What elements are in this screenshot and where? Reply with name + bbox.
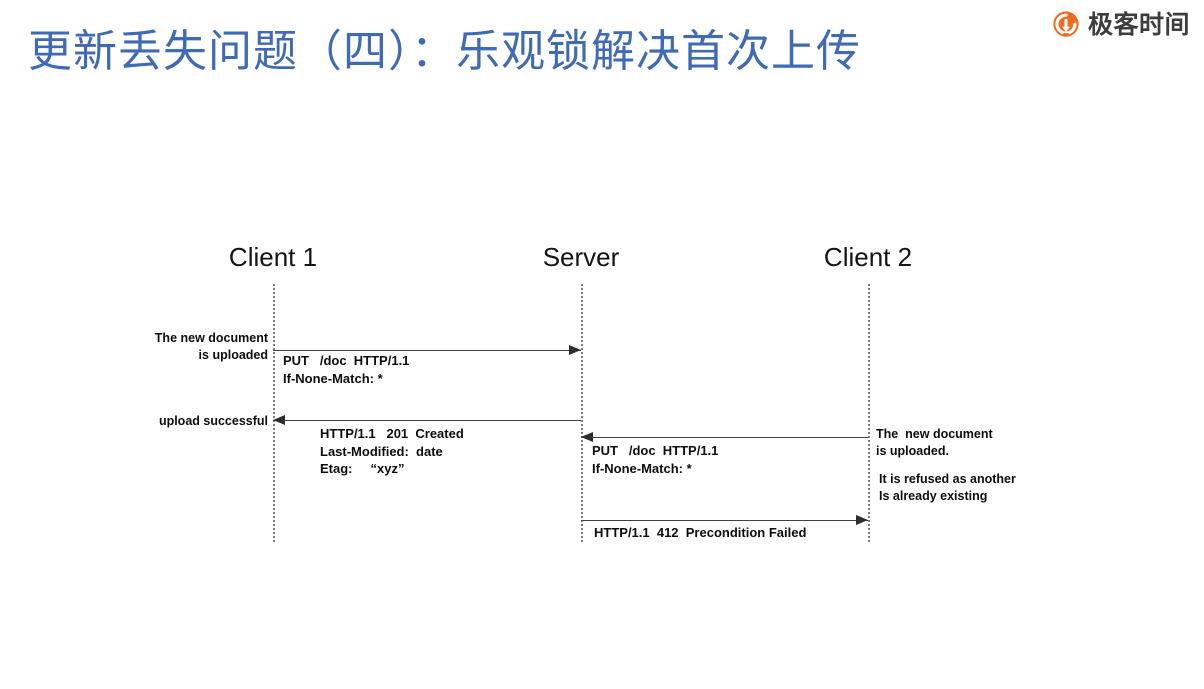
actor-label-server: Server [542,242,620,272]
arrow-line-msg-412-precondition-failed [581,520,868,521]
message-label-msg-put-client1: PUT /doc HTTP/1.1 If-None-Match: * [283,353,410,386]
lifeline-client1 [273,284,275,542]
message-label-msg-412-precondition-failed: HTTP/1.1 412 Precondition Failed [594,525,807,540]
actor-label-client1: Client 1 [228,242,318,272]
actor-label-client2: Client 2 [823,242,913,272]
lifeline-server [581,284,583,542]
arrow-line-msg-201-created [273,420,581,421]
page-title: 更新丢失问题（四）：乐观锁解决首次上传 [28,27,861,76]
arrow-head-msg-412-precondition-failed [856,515,868,525]
brand-name: 极客时间 [1087,11,1190,39]
brand-logo: 极客时间 [1051,10,1190,40]
arrow-head-msg-put-client1 [569,345,581,355]
note-client1-upload: The new document is uploaded [154,331,268,362]
lifeline-client2 [868,284,870,542]
arrow-head-msg-201-created [273,415,285,425]
note-client2-upload: The new document is uploaded. [876,427,993,458]
note-client1-success: upload successful [158,414,268,428]
message-label-msg-put-client2: PUT /doc HTTP/1.1 If-None-Match: * [592,443,719,476]
message-label-msg-201-created: HTTP/1.1 201 Created Last-Modified: date… [320,426,464,476]
arrow-head-msg-put-client2 [581,432,593,442]
geektime-circle-arrow-icon [1053,11,1079,37]
note-client2-refused: It is refused as another Is already exis… [879,472,1016,503]
arrow-line-msg-put-client1 [273,350,581,351]
arrow-line-msg-put-client2 [581,437,868,438]
